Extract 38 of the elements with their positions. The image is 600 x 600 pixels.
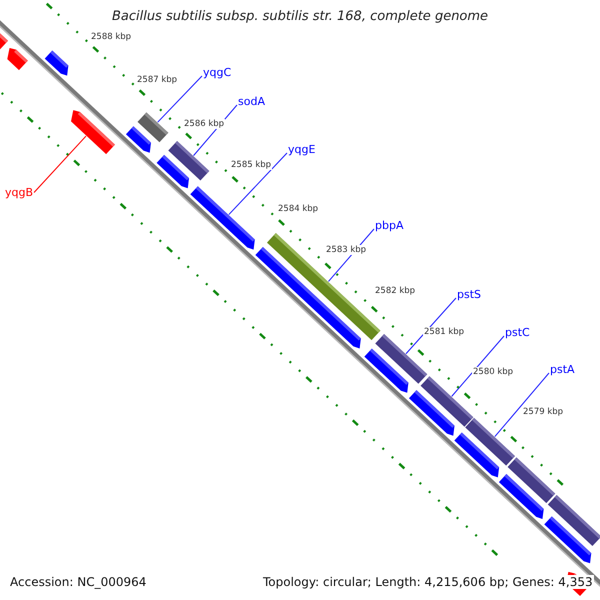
scale-label: 2580 kbp bbox=[472, 367, 514, 377]
gene-feature bbox=[375, 334, 428, 384]
scale-label: 2585 kbp bbox=[230, 160, 272, 170]
gene-feature bbox=[168, 140, 210, 180]
leader-line bbox=[228, 152, 288, 216]
gene-label: pstA bbox=[550, 363, 575, 376]
gene-label: sodA bbox=[238, 95, 265, 108]
gene-feature bbox=[71, 110, 115, 154]
gene-feature bbox=[7, 48, 28, 70]
leader-line bbox=[406, 298, 456, 354]
gene-label: pstS bbox=[457, 288, 482, 301]
gene-feature bbox=[190, 186, 255, 250]
gene-label: pstC bbox=[505, 326, 530, 339]
footer-text: Accession: NC_000964 bbox=[9, 575, 148, 589]
gene-feature bbox=[508, 457, 556, 504]
leader-line bbox=[34, 136, 87, 193]
leader-line bbox=[157, 76, 202, 123]
scale-label: 2587 kbp bbox=[136, 75, 178, 85]
gene-feature bbox=[420, 376, 474, 427]
title: Bacillus subtilis subsp. subtilis str. 168, complete genome bbox=[110, 9, 490, 24]
scale-label: 2584 kbp bbox=[277, 204, 320, 214]
gene-feature bbox=[548, 494, 600, 546]
gene-label: yqgE bbox=[288, 143, 316, 156]
scale-label: 2588 kbp bbox=[90, 32, 132, 42]
leader-line bbox=[494, 372, 550, 438]
scale-label: 2586 kbp bbox=[183, 119, 226, 129]
scale-label: 2579 kbp bbox=[522, 407, 564, 417]
gene-feature bbox=[138, 112, 168, 142]
scale-label: 2582 kbp bbox=[374, 286, 416, 296]
gene-feature bbox=[465, 418, 515, 466]
gene-feature bbox=[44, 50, 68, 76]
leader-line bbox=[451, 336, 504, 397]
scale-label: 2583 kbp bbox=[325, 245, 368, 255]
gene-label: yqgC bbox=[203, 66, 232, 79]
gene-feature bbox=[0, 30, 8, 50]
scale-label: 2581 kbp bbox=[423, 327, 466, 337]
gene-label: yqgB bbox=[5, 186, 34, 199]
gene-label: pbpA bbox=[375, 219, 404, 232]
